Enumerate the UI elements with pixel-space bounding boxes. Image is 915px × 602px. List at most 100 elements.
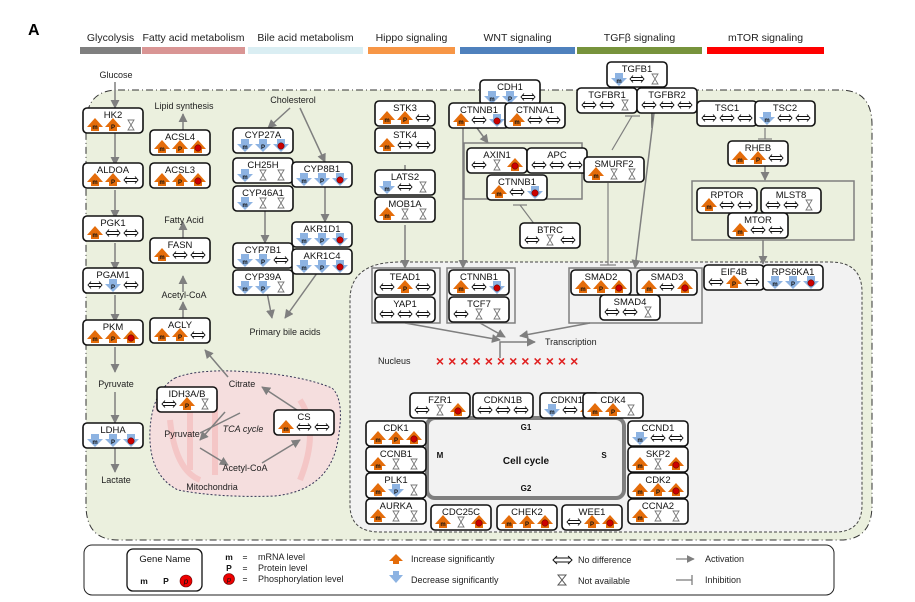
svg-text:m: m <box>301 179 306 185</box>
gene-box[interactable]: TGFBR2 <box>636 87 698 114</box>
no-difference-icon <box>701 114 717 122</box>
gene-box[interactable]: CSm <box>273 409 335 436</box>
gene-name: AKR1C4 <box>304 251 341 262</box>
svg-text:m: m <box>375 464 380 470</box>
gene-name: WEE1 <box>579 507 606 518</box>
gene-box[interactable]: TSC1 <box>696 100 758 127</box>
dna-mark: × <box>473 353 481 369</box>
increase-arrow-icon: P <box>519 515 535 528</box>
gene-box[interactable]: SMAD4 <box>599 294 661 321</box>
increase-arrow-icon: m <box>87 118 103 131</box>
no-difference-icon <box>414 406 430 414</box>
gene-box[interactable]: FZR1 <box>409 392 471 419</box>
gene-box[interactable]: YAP1 <box>374 296 436 323</box>
gene-name: TGFB1 <box>622 64 653 75</box>
phospho-icon <box>511 162 519 170</box>
svg-text:P: P <box>261 287 265 293</box>
gene-box[interactable]: APC <box>526 147 588 174</box>
label-s: S <box>601 451 607 460</box>
gene-name: BTRC <box>537 225 563 236</box>
gene-box[interactable]: BTRC <box>519 222 581 249</box>
gene-name: LATS2 <box>391 172 419 183</box>
gene-box[interactable]: AXIN1 <box>466 147 528 174</box>
no-difference-icon <box>567 161 583 169</box>
gene-box[interactable]: MLST8 <box>760 187 822 214</box>
label-g2: G2 <box>521 484 532 493</box>
svg-text:m: m <box>384 187 389 193</box>
increase-arrow-icon: m <box>379 111 395 124</box>
decrease-arrow-icon: m <box>87 434 103 447</box>
gene-box[interactable]: CDKN1B <box>472 392 534 419</box>
increase-arrow-icon <box>450 403 466 416</box>
gene-name: CTNNB1 <box>498 177 536 188</box>
decrease-arrow-icon: P <box>388 484 404 497</box>
gene-box[interactable]: TGFBR1 <box>576 87 638 114</box>
gene-name: AURKA <box>380 501 413 512</box>
increase-arrow-icon: m <box>491 185 507 198</box>
gene-name: ALDOA <box>97 165 130 176</box>
label-fatty-acid: Fatty Acid <box>164 215 204 225</box>
increase-arrow-icon: m <box>453 280 469 293</box>
gene-box[interactable]: TCF7 <box>448 296 510 323</box>
no-difference-icon <box>190 331 206 339</box>
svg-text:P: P <box>320 266 324 272</box>
gene-box[interactable]: IDH3A/BP <box>156 386 218 413</box>
increase-arrow-icon: P <box>172 140 188 153</box>
not-available-icon <box>672 510 680 522</box>
decrease-arrow-icon: P <box>105 434 121 447</box>
decrease-arrow-icon: m <box>237 169 253 182</box>
not-available-icon <box>277 197 285 209</box>
increase-arrow-icon <box>537 515 553 528</box>
